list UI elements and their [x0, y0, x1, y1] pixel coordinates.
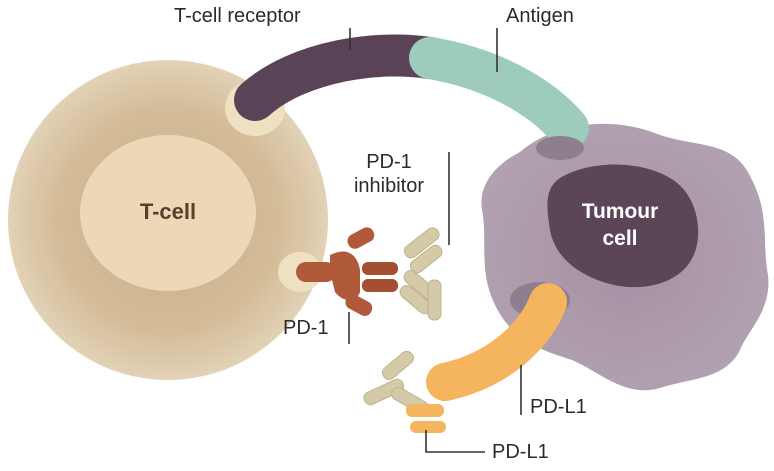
leader-pdl1-lower — [425, 430, 485, 453]
label-t-cell-receptor: T-cell receptor — [174, 5, 301, 27]
pdl1-upper-shape — [426, 283, 567, 401]
t-cell-receptor-shape — [234, 34, 451, 121]
label-pdl1-lower: PD-L1 — [492, 441, 549, 463]
tumour-cell-label-line1: Tumour — [581, 200, 659, 223]
pdl1-lower-shape — [406, 404, 446, 433]
label-pd1: PD-1 — [283, 317, 329, 339]
tumour-cell-label-line2: cell — [602, 227, 638, 250]
pd1-inhibitor-antibody — [399, 227, 443, 321]
antigen-anchor — [536, 136, 584, 160]
leader-lines — [348, 28, 522, 453]
label-pd1-inhibitor-line2: inhibitor — [353, 175, 425, 197]
tumour-nucleus — [547, 164, 699, 288]
t-cell-nucleus — [80, 135, 256, 291]
t-cell-label: T-cell — [139, 199, 197, 224]
label-pdl1-upper: PD-L1 — [530, 396, 587, 418]
label-antigen: Antigen — [506, 5, 574, 27]
label-pd1-inhibitor: PD-1 inhibitor — [338, 150, 440, 198]
label-pd1-inhibitor-line1: PD-1 — [366, 151, 412, 173]
pd1-receptor-shape — [296, 227, 398, 316]
tumour-cell-label: Tumour cell — [560, 198, 680, 252]
antigen-shape — [409, 37, 589, 149]
